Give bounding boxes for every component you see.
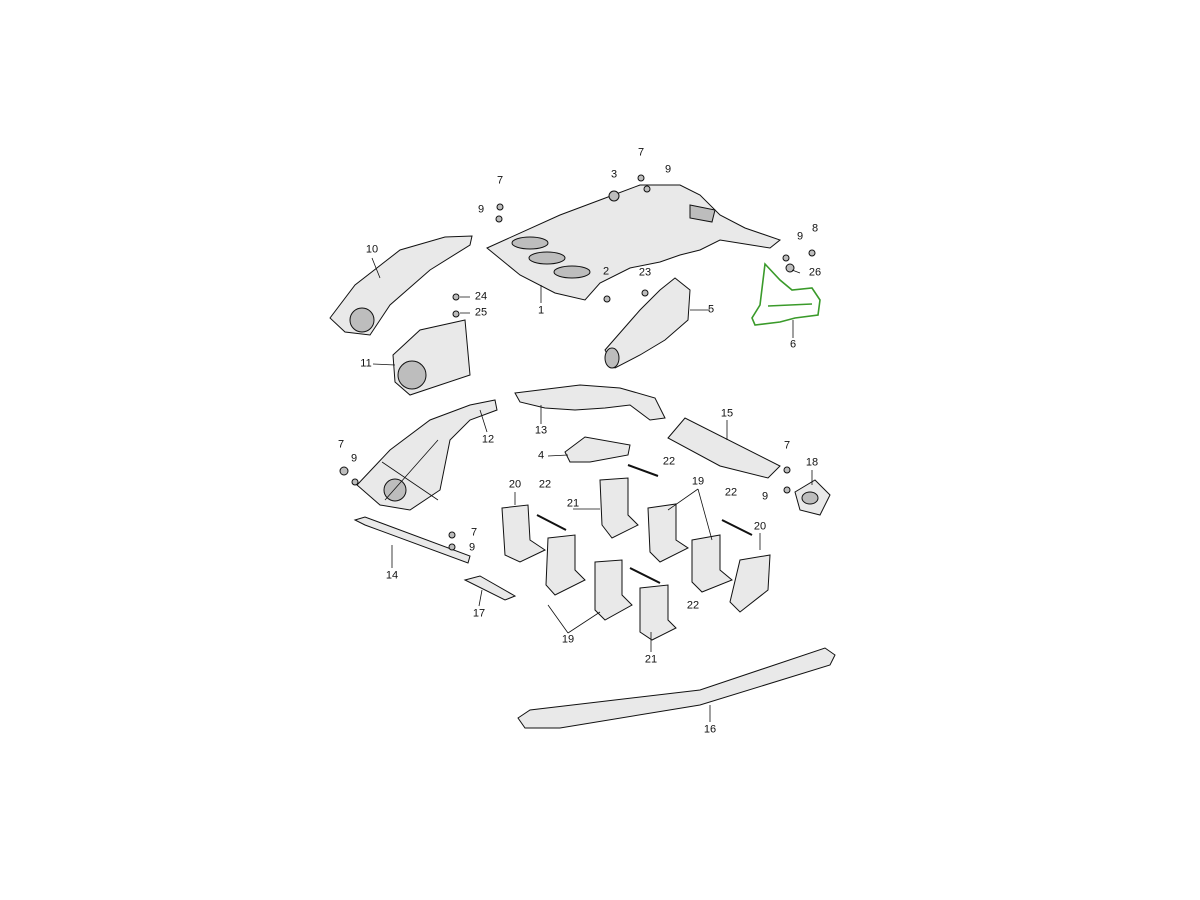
part-12-cover[interactable] — [356, 399, 498, 511]
callout-17: 17 — [472, 607, 486, 620]
part-4-plate[interactable] — [564, 436, 631, 463]
part-5-duct[interactable] — [604, 277, 691, 369]
callout-9: 9 — [664, 163, 672, 176]
callout-19: 19 — [691, 475, 705, 488]
callout-5: 5 — [707, 303, 715, 316]
callout-24: 24 — [474, 290, 488, 303]
part-14-strip[interactable] — [353, 516, 471, 564]
callout-22: 22 — [686, 599, 700, 612]
callout-7: 7 — [470, 526, 478, 539]
callout-21: 21 — [566, 497, 580, 510]
callout-22: 22 — [724, 486, 738, 499]
part-13-cover[interactable] — [514, 384, 666, 421]
callout-13: 13 — [534, 424, 548, 437]
callout-10: 10 — [365, 243, 379, 256]
callout-15: 15 — [720, 407, 734, 420]
part-flaps — [501, 477, 771, 641]
callout-3: 3 — [610, 168, 618, 181]
callout-14: 14 — [385, 569, 399, 582]
part-15-shroud[interactable] — [667, 417, 781, 479]
callout-7: 7 — [337, 438, 345, 451]
callout-22: 22 — [662, 455, 676, 468]
part-17-strip[interactable] — [463, 575, 517, 601]
callout-7: 7 — [496, 174, 504, 187]
callout-6: 6 — [789, 338, 797, 351]
callout-16: 16 — [703, 723, 717, 736]
callout-21: 21 — [644, 653, 658, 666]
callout-8: 8 — [811, 222, 819, 235]
callout-7: 7 — [637, 146, 645, 159]
callout-25: 25 — [474, 306, 488, 319]
callout-4: 4 — [537, 449, 545, 462]
callout-1: 1 — [537, 304, 545, 317]
callout-20: 20 — [508, 478, 522, 491]
callout-20: 20 — [753, 520, 767, 533]
callout-9: 9 — [468, 541, 476, 554]
callout-22: 22 — [538, 478, 552, 491]
part-6-deflector[interactable] — [751, 262, 821, 326]
callout-12: 12 — [481, 433, 495, 446]
callout-26: 26 — [808, 266, 822, 279]
part-16-strip[interactable] — [517, 647, 836, 729]
callout-9: 9 — [477, 203, 485, 216]
callout-9: 9 — [761, 490, 769, 503]
callout-7: 7 — [783, 439, 791, 452]
callout-11: 11 — [360, 357, 372, 370]
callout-9: 9 — [350, 452, 358, 465]
callout-18: 18 — [805, 456, 819, 469]
callout-19: 19 — [561, 633, 575, 646]
callout-9: 9 — [796, 230, 804, 243]
callout-23: 23 — [638, 266, 652, 279]
callout-2: 2 — [602, 265, 610, 278]
